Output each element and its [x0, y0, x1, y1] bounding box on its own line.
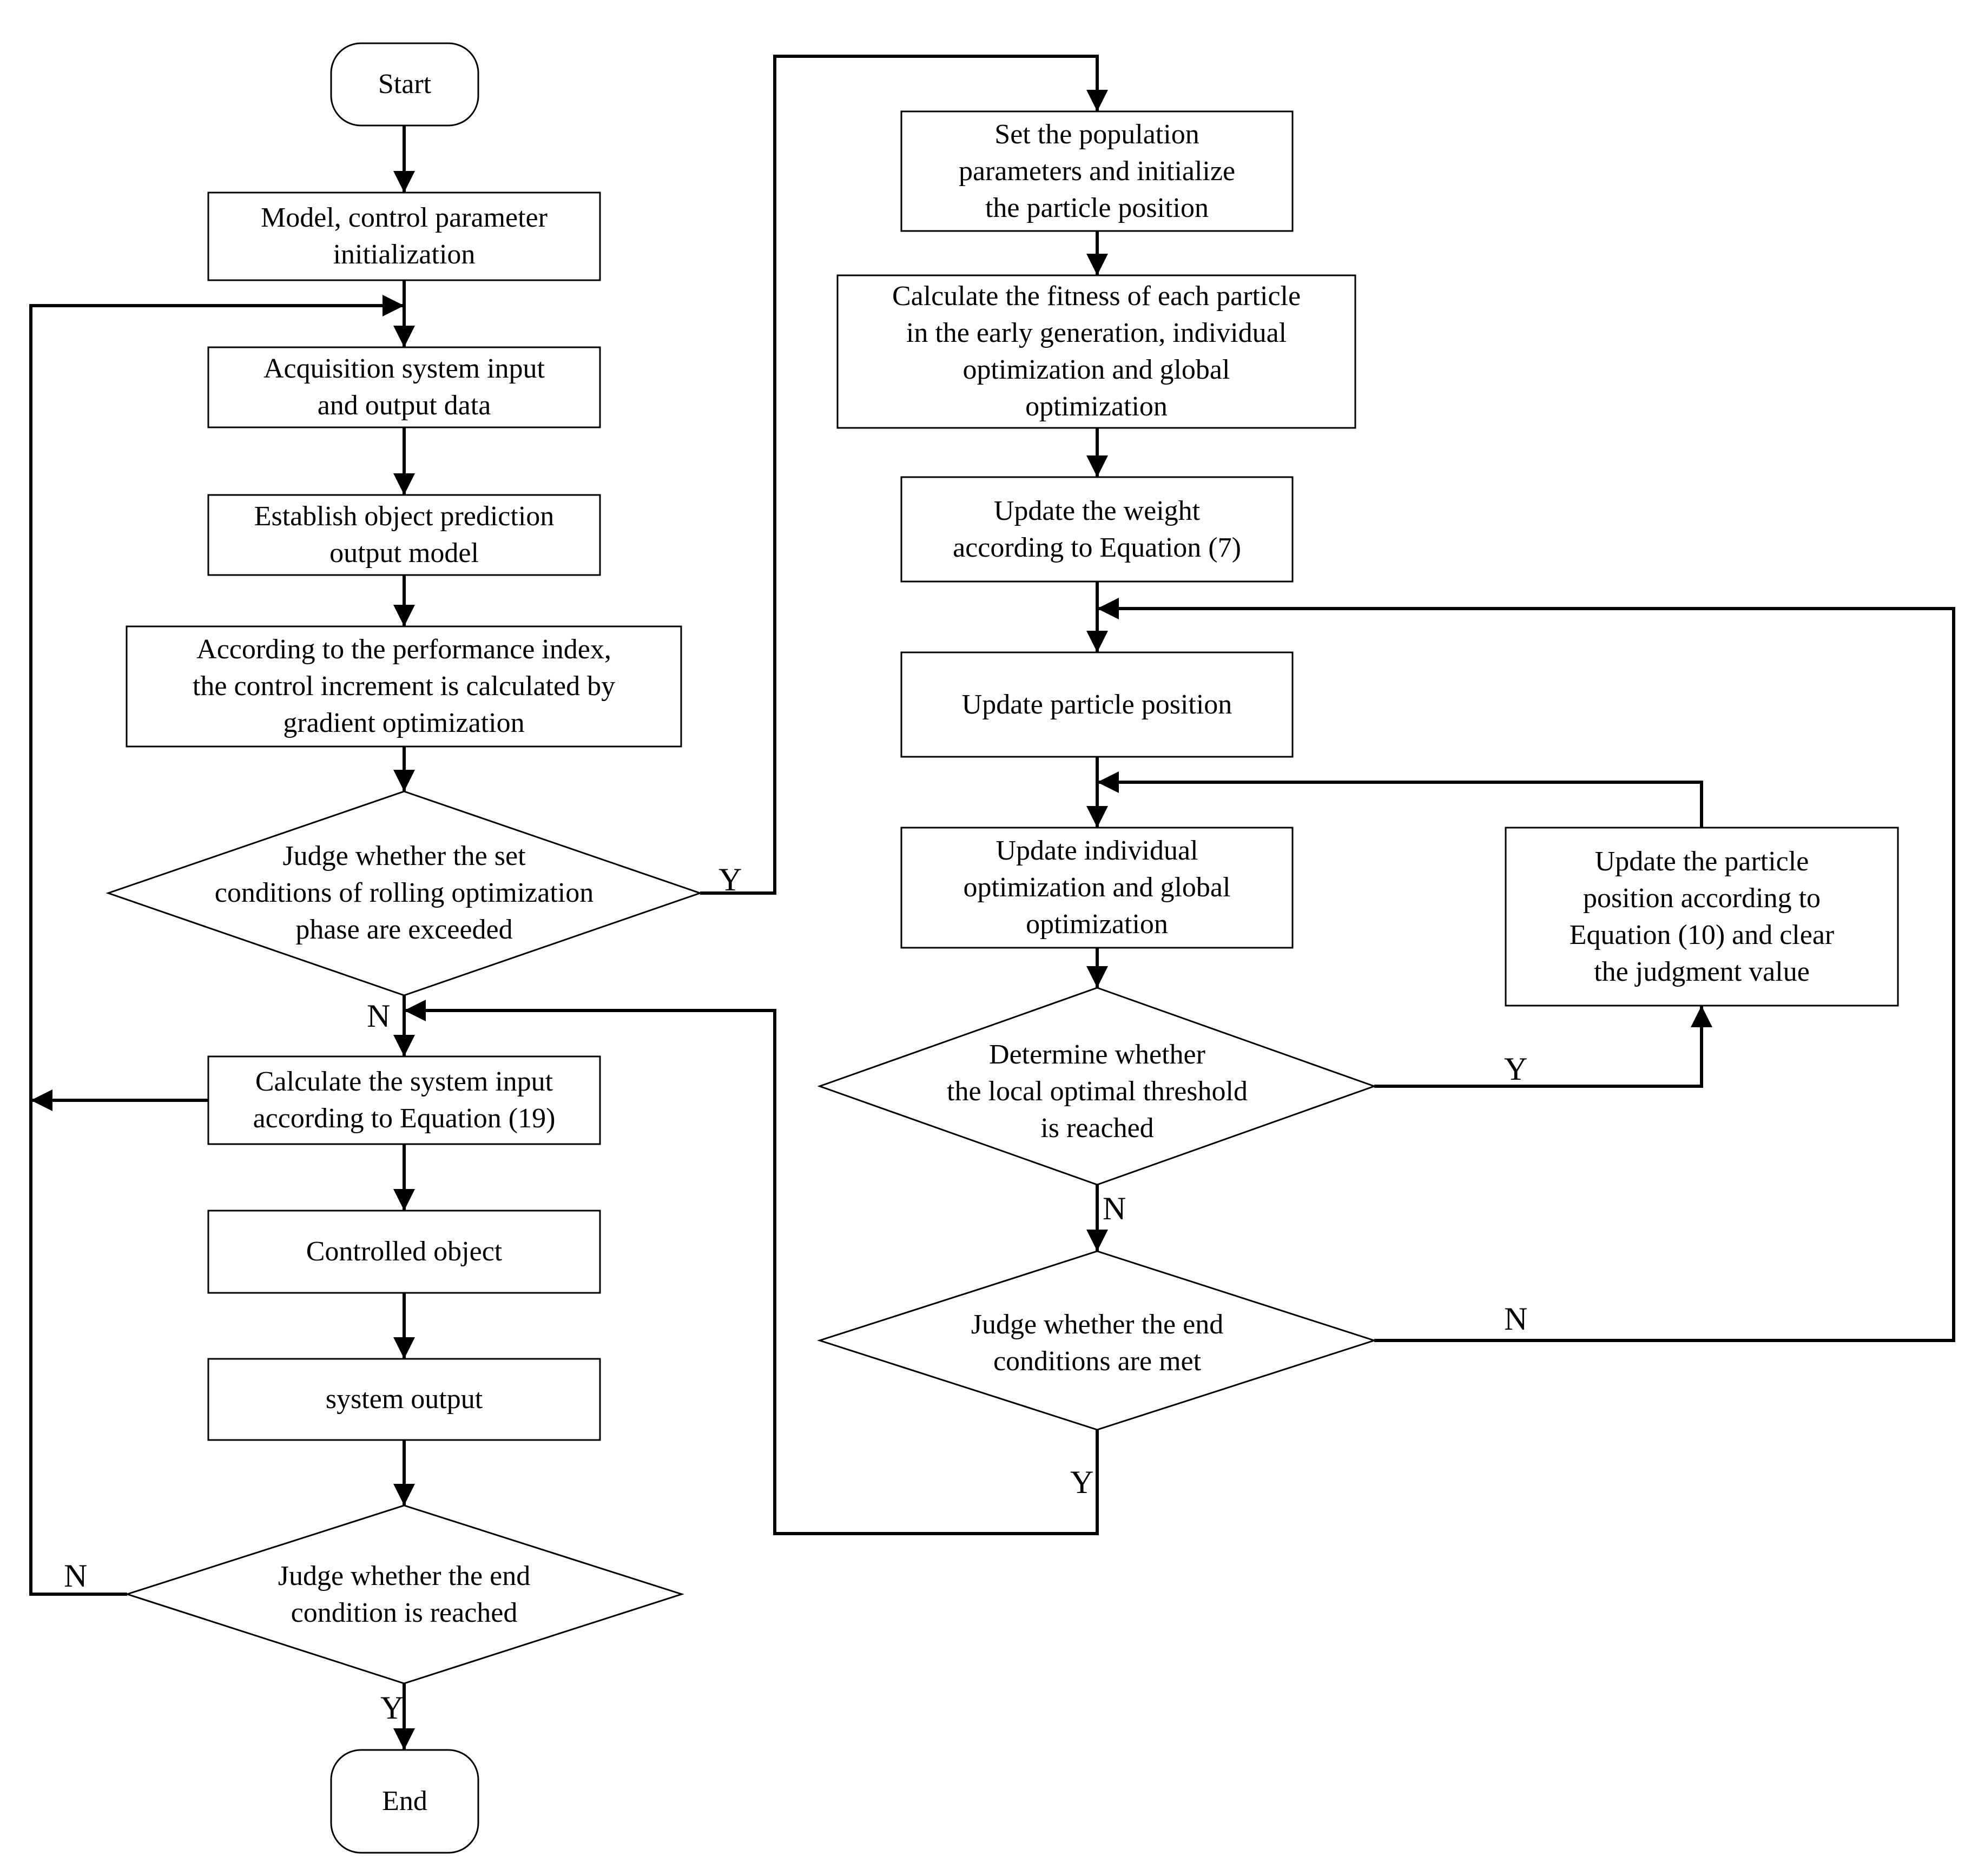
performance-index-box	[126, 625, 682, 748]
edge-label-rolling-yes: Y	[718, 862, 742, 897]
edge-label-threshold-yes: Y	[1504, 1051, 1528, 1087]
update-particle-eq10-label: Update the particle position according t…	[1569, 845, 1835, 987]
end-label: End	[382, 1786, 427, 1816]
start-label: Start	[378, 69, 432, 100]
calc-input-label: Calculate the system input according to …	[253, 1066, 556, 1134]
edge-label-end-met-no: N	[1504, 1301, 1528, 1337]
establish-model-label: Establish object prediction output model	[254, 501, 555, 569]
edge-threshold-yes-to-eq10	[1374, 1006, 1712, 1088]
set-population-label: Set the population parameters and initia…	[958, 118, 1236, 223]
judge-end-condition-label: Judge whether the end condition is reach…	[278, 1561, 531, 1628]
system-output-box	[207, 1358, 601, 1441]
calc-fitness-box	[836, 274, 1356, 429]
controlled-object-label: Controlled object	[306, 1236, 503, 1267]
edge-eq10-to-individual	[1097, 771, 1703, 828]
edge-end-met-no-loop	[1097, 598, 1955, 1342]
edge-label-end-condition-yes: Y	[380, 1690, 404, 1726]
edge-label-threshold-no: N	[1103, 1191, 1126, 1226]
edge-end-met-yes-to-calc-input	[404, 1000, 1099, 1535]
edge-label-end-condition-no: N	[64, 1558, 88, 1594]
edge-label-end-met-yes: Y	[1070, 1464, 1094, 1500]
establish-model-box	[207, 494, 601, 576]
edge-end-condition-no-loop	[29, 295, 404, 1596]
model-init-label: Model, control parameter initialization	[261, 202, 548, 270]
update-weight-label: Update the weight according to Equation …	[953, 495, 1241, 563]
judge-end-met-label: Judge whether the end conditions are met	[971, 1309, 1224, 1377]
acquisition-label: Acquisition system input and output data	[263, 353, 545, 421]
update-position-label: Update particle position	[961, 689, 1232, 720]
edge-rolling-yes-to-set-population	[700, 55, 1108, 895]
edge-label-rolling-no: N	[367, 998, 391, 1034]
model-init-box	[207, 191, 601, 281]
update-particle-eq10-box	[1505, 827, 1899, 1007]
judge-rolling-label: Judge whether the set conditions of roll…	[214, 841, 594, 945]
update-individual-box	[900, 827, 1294, 949]
determine-threshold-label: Determine whether the local optimal thre…	[947, 1039, 1248, 1144]
performance-index-label: According to the performance index, the …	[192, 634, 616, 738]
update-weight-box	[900, 476, 1294, 583]
update-position-box	[900, 651, 1294, 758]
calc-fitness-label: Calculate the fitness of each particle i…	[892, 281, 1301, 422]
set-population-box	[900, 110, 1294, 232]
update-individual-label: Update individual optimization and globa…	[963, 835, 1231, 940]
system-output-label: system output	[325, 1384, 483, 1415]
